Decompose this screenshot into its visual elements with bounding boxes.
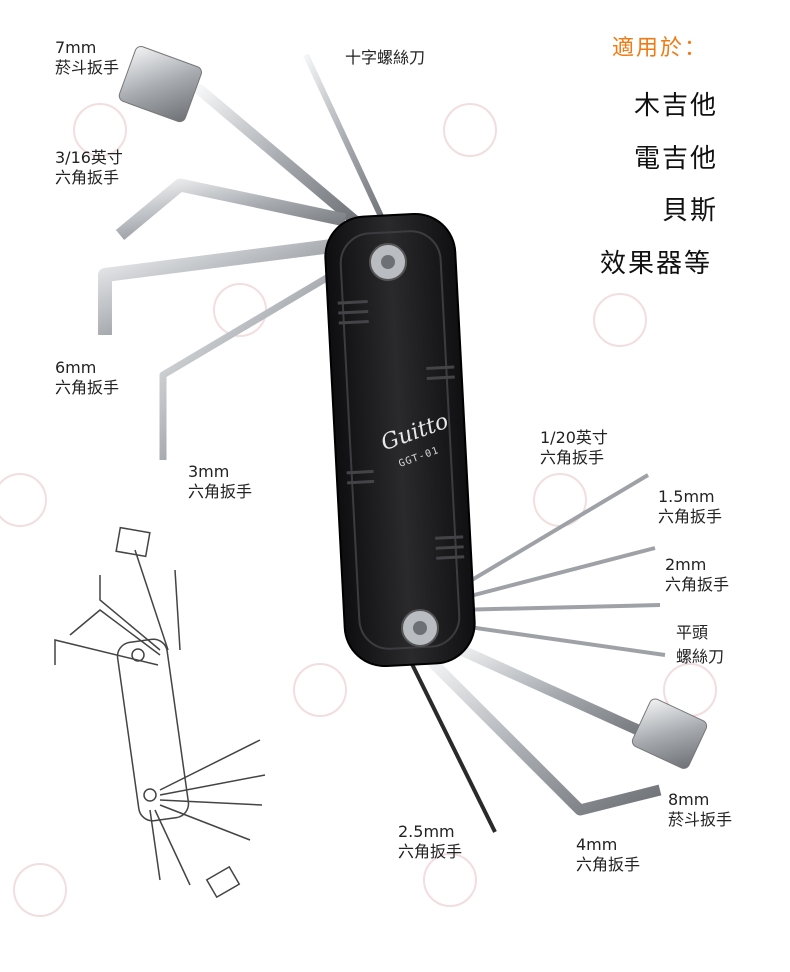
label-hex-1-20: 1/20英寸六角扳手 — [540, 428, 608, 467]
label-hex-3-16: 3/16英寸六角扳手 — [55, 148, 123, 187]
applicable-item-acoustic: 木吉他 — [634, 91, 719, 121]
label-flat-driver: 平頭螺絲刀 — [676, 623, 725, 666]
applicable-item-bass: 貝斯 — [662, 196, 719, 226]
tool-hex-3mm — [159, 266, 342, 460]
tool-right-pins — [453, 473, 666, 657]
tool-hex-4mm — [426, 656, 662, 816]
applicable-item-electric: 電吉他 — [634, 144, 719, 174]
applicable-item-effects: 效果器等 — [600, 249, 713, 279]
multitool-body — [324, 212, 476, 668]
tool-8mm-socket — [447, 639, 708, 769]
tool-7mm-socket — [118, 46, 366, 231]
tool-phillips-driver — [303, 53, 388, 227]
line-drawing-inset — [54, 526, 266, 899]
applicable-title: 適用於： — [612, 36, 709, 61]
tool-hex-3-16 — [115, 178, 347, 240]
tool-hex-2-5mm — [408, 659, 497, 833]
tool-hex-6mm — [98, 238, 341, 335]
label-phillips: 十字螺絲刀 — [345, 48, 426, 67]
